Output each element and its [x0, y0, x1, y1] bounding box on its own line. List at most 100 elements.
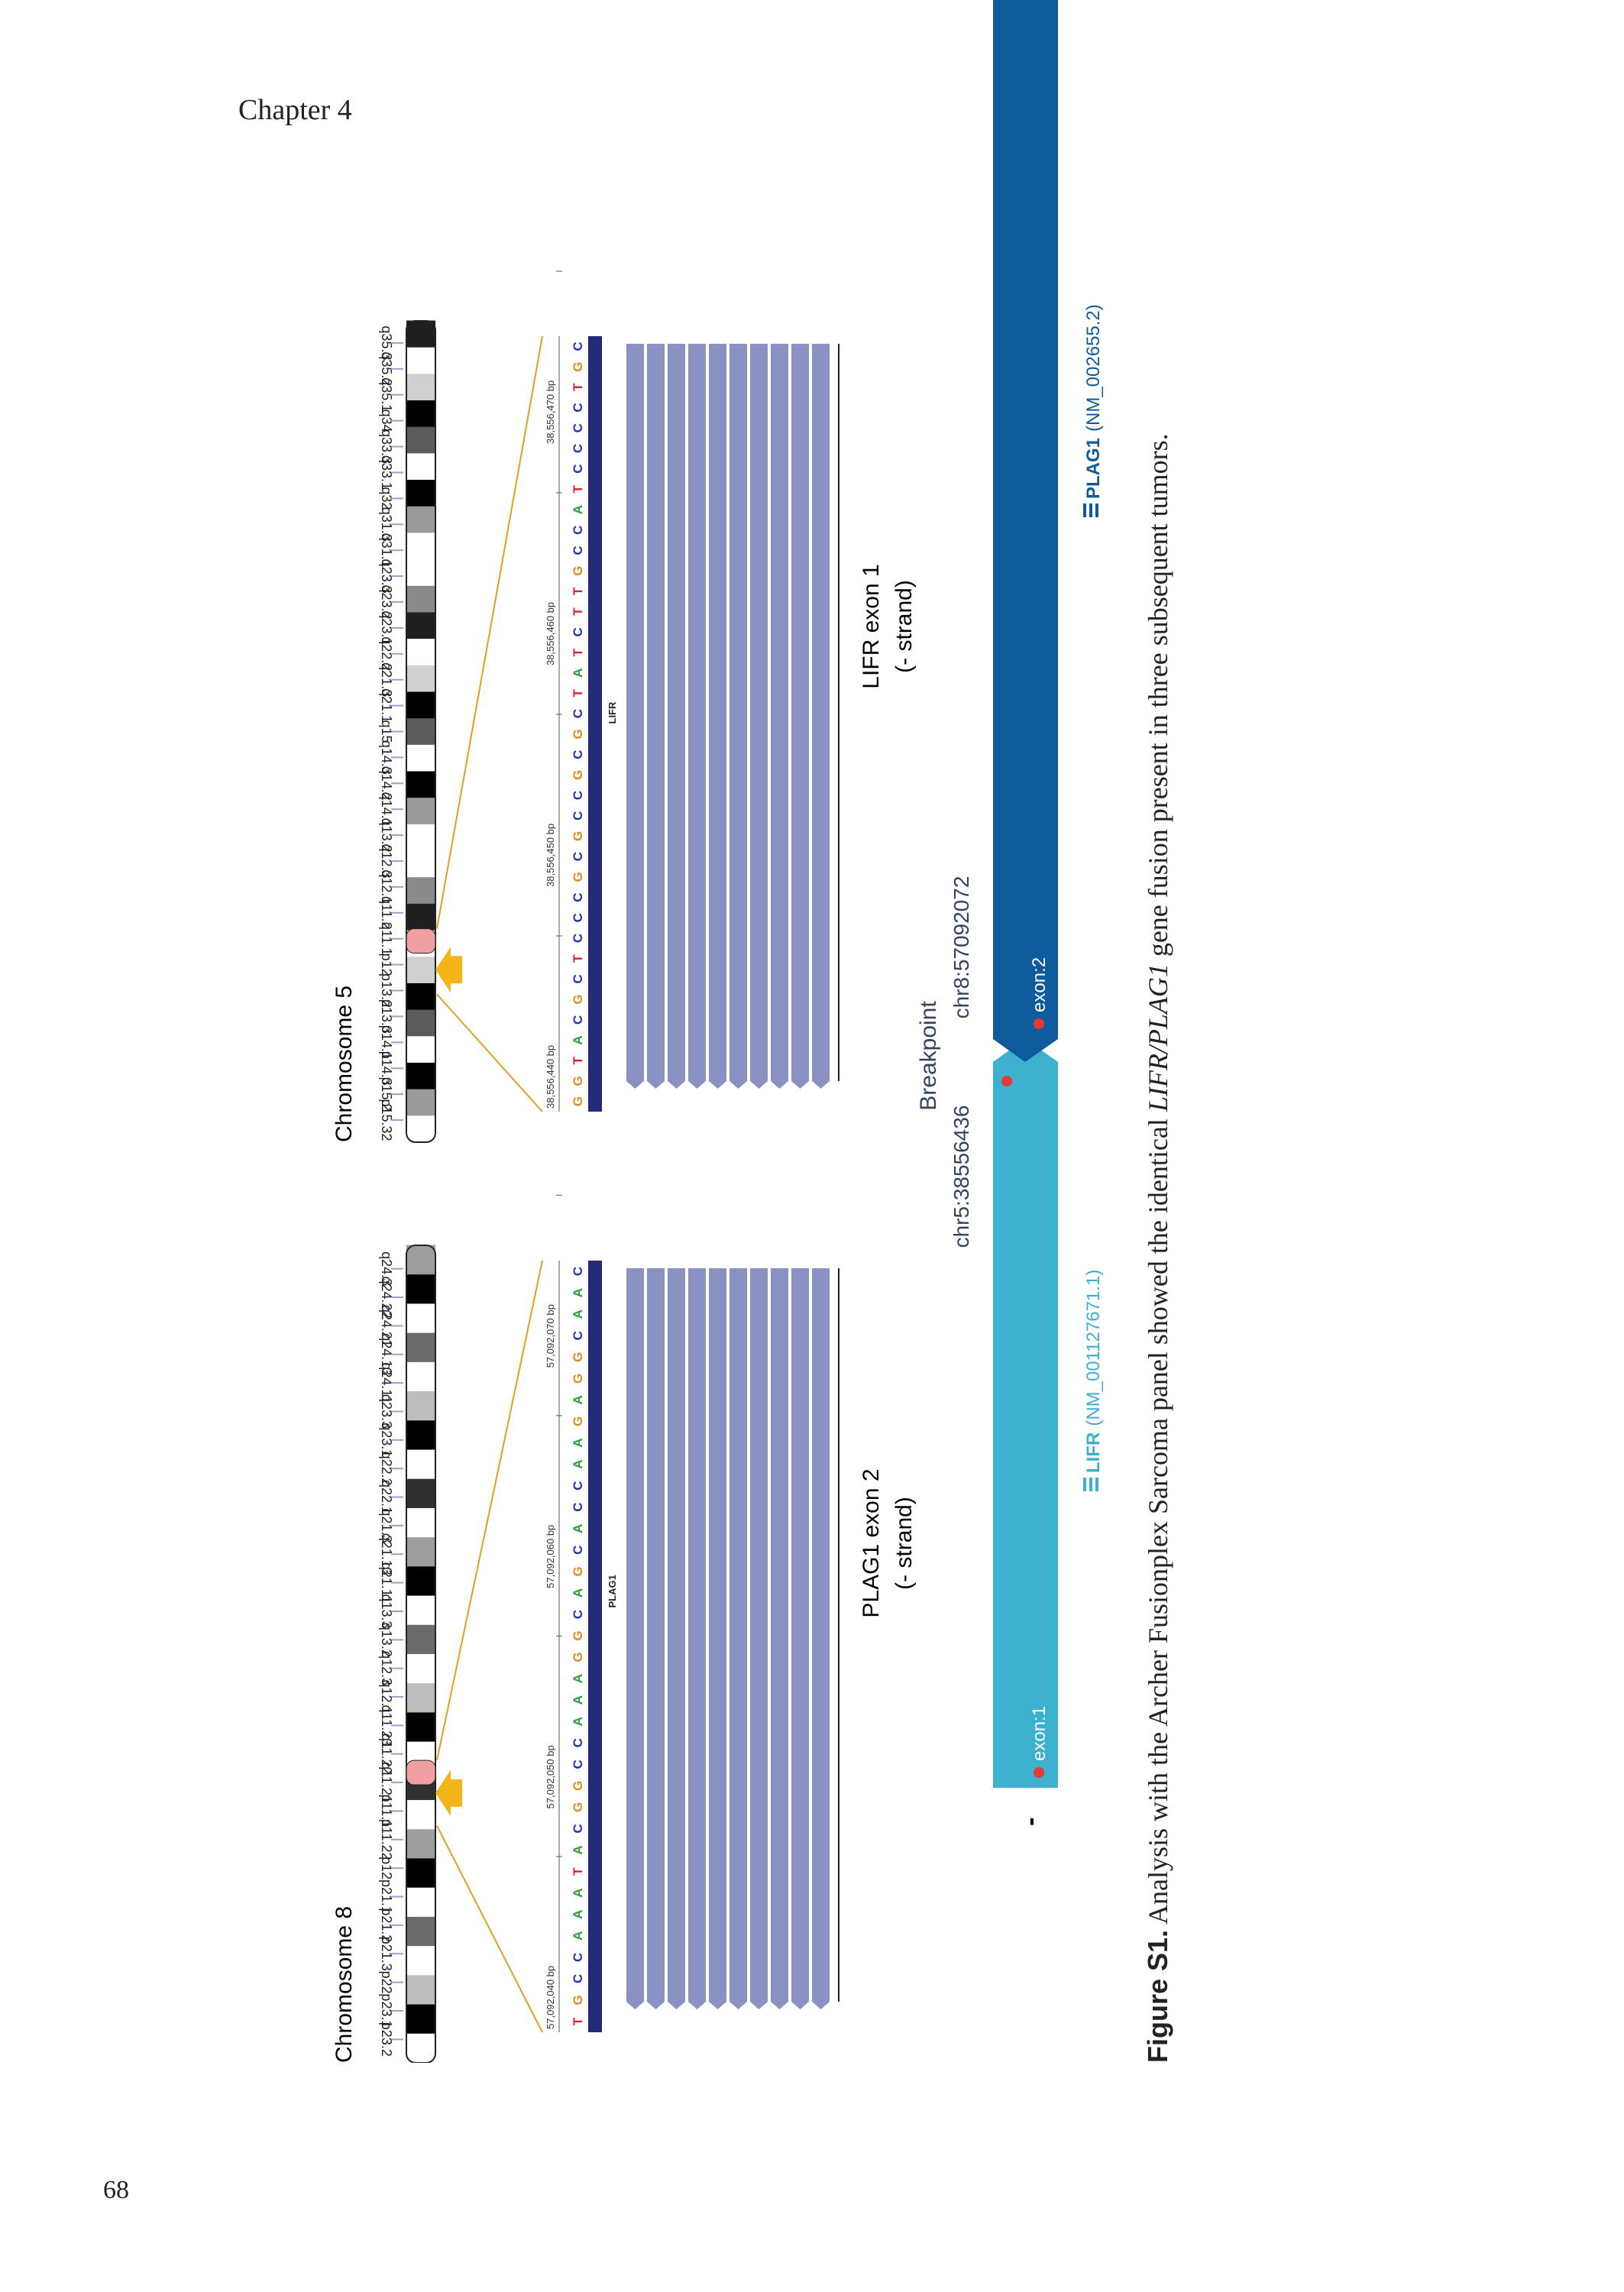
chr8-locus-arrow: [435, 1769, 462, 1816]
chr8-ruler-label: 57,092,040 bp: [545, 1966, 556, 2029]
exon1-label: exon:1: [1029, 1706, 1050, 1761]
chr8-base: G: [571, 1374, 585, 1384]
chr8-base: C: [571, 1267, 585, 1276]
chr5-band-label: q15: [379, 720, 394, 743]
chr5-band-label: q35.2: [379, 351, 394, 386]
chr8-ideogram-band: [406, 1974, 435, 2005]
chr5-base: G: [571, 729, 585, 739]
chr8-gene-label: PLAG1: [607, 1575, 618, 1607]
breakpoint-right: chr8:57092072: [949, 876, 973, 1019]
svg-text:PLAG1(NM_002655.2): PLAG1(NM_002655.2): [1083, 304, 1104, 499]
chr5-base: C: [571, 892, 585, 902]
chr5-ideogram-band: [406, 771, 435, 798]
chr5-band-label: q33.1: [379, 455, 394, 490]
chr5-band-label: p14.3: [379, 1051, 394, 1086]
chr5-band-label: q23.2: [379, 584, 394, 619]
chr5-read: [791, 344, 809, 1089]
caption-text-post: gene fusion present in three subsequent …: [1143, 433, 1173, 964]
chr8-base: A: [571, 1695, 585, 1704]
chr5-band-label: q35.1: [379, 377, 394, 412]
chr5-ideogram-band: [406, 320, 435, 348]
chr8-read: [730, 1268, 747, 2009]
chr8-base: A: [571, 1931, 585, 1941]
chr5-base: G: [571, 994, 585, 1004]
chr5-base: A: [571, 1035, 585, 1044]
chr8-base: A: [571, 1588, 585, 1598]
chr8-title: Chromosome 8: [332, 1906, 357, 2063]
chr5-band-label: q12.3: [379, 843, 394, 878]
chr5-ideogram-band: [406, 797, 435, 824]
chr5-base: G: [571, 566, 585, 576]
chr5-ideogram-band: [406, 1089, 435, 1116]
chr5-ideogram-band: [406, 532, 435, 560]
chr8-band-label: q11.22: [379, 1734, 394, 1775]
page-number: 68: [103, 2176, 129, 2204]
lifr-transcript: (NM_001127671.1): [1083, 1270, 1104, 1426]
chr5-ruler-label: 38,556,440 bp: [545, 1045, 556, 1109]
chr5-base: A: [571, 505, 585, 514]
chr8-base: T: [571, 1867, 585, 1876]
chr8-base: A: [571, 1910, 585, 1919]
chr5-ideogram-band: [406, 717, 435, 745]
breakpoint-title: Breakpoint: [916, 1001, 941, 1111]
chr5-ideogram-band: [406, 956, 435, 983]
chr5-ideogram-band: [406, 1009, 435, 1037]
chr8-base: C: [571, 1546, 585, 1555]
chr8-ruler-label: 57,092,060 bp: [545, 1525, 556, 1588]
chr8-band-label: q12.1: [379, 1680, 394, 1714]
plag1-exon-label: PLAG1 exon 2: [859, 1468, 884, 1617]
chr5-read: [750, 344, 768, 1089]
chr8-ideogram-band: [406, 1565, 435, 1596]
chr8-base: C: [571, 1953, 585, 1962]
chr5-base: C: [571, 749, 585, 759]
chr5-read: [709, 344, 726, 1089]
chr8-band-label: q21.11: [379, 1562, 394, 1604]
chr8-base: A: [571, 1717, 585, 1726]
chr8-ideogram-band: [406, 1945, 435, 1976]
chr5-base: C: [571, 464, 585, 473]
chr5-read: [730, 344, 747, 1089]
chr5-ideogram-band: [406, 691, 435, 719]
lifr-fusion-bar: [993, 1062, 1058, 1788]
breakpoint-left: chr5:38556436: [949, 1106, 973, 1248]
chr8-ideogram-band: [406, 1916, 435, 1947]
chr8-ideogram-band: [406, 1420, 435, 1450]
chr5-band-label: q33.3: [379, 429, 394, 464]
chr8-band-label: p21.3: [379, 1937, 394, 1971]
chr5-band-label: q13.2: [379, 818, 394, 853]
chr5-ideogram-band: [406, 744, 435, 772]
chr8-ideogram-band: [406, 1711, 435, 1742]
chr5-ideogram-band: [406, 824, 435, 851]
chr5-ideogram-band: [406, 506, 435, 533]
chr5-base: C: [571, 811, 585, 821]
chr5-read: [812, 344, 830, 1089]
chr5-ideogram-band: [406, 426, 435, 454]
chr8-band-label: q23.3: [379, 1394, 394, 1429]
chr5-base: T: [571, 383, 585, 391]
chr8-ideogram-band: [406, 1653, 435, 1684]
chr8-base: G: [571, 1566, 585, 1576]
chr5-base: C: [571, 526, 585, 535]
chr5-base: C: [571, 545, 585, 555]
chr5-band-label: p13.3: [379, 999, 394, 1034]
chr5-base: T: [571, 648, 585, 656]
lifr-exon-label: LIFR exon 1: [859, 564, 884, 688]
chr5-ideogram-band: [406, 558, 435, 586]
chr5-ideogram-band: [406, 983, 435, 1010]
chr5-base: G: [571, 831, 585, 841]
chr8-ideogram-band: [406, 1624, 435, 1654]
chr5-base: C: [571, 791, 585, 800]
chr8-ideogram-band: [406, 1478, 435, 1508]
chr5-base: G: [571, 872, 585, 882]
chr5-base: C: [571, 423, 585, 432]
chr5-band-label: q31.1: [379, 533, 394, 568]
chr8-band-label: q12.3: [379, 1651, 394, 1685]
chr5-title: Chromosome 5: [332, 986, 357, 1142]
chr5-base: T: [571, 689, 585, 698]
chr5-band-label: q32: [379, 487, 394, 510]
chr5-band-label: p15.32: [379, 1099, 394, 1141]
exon1-marker: [1034, 1767, 1044, 1778]
chr5-band-label: q23.3: [379, 559, 394, 594]
figure-graphic: Chromosome 8 Chromosome 5 PLAG1 exon 2 (…: [332, 0, 1104, 2063]
chr8-base: A: [571, 1438, 585, 1447]
